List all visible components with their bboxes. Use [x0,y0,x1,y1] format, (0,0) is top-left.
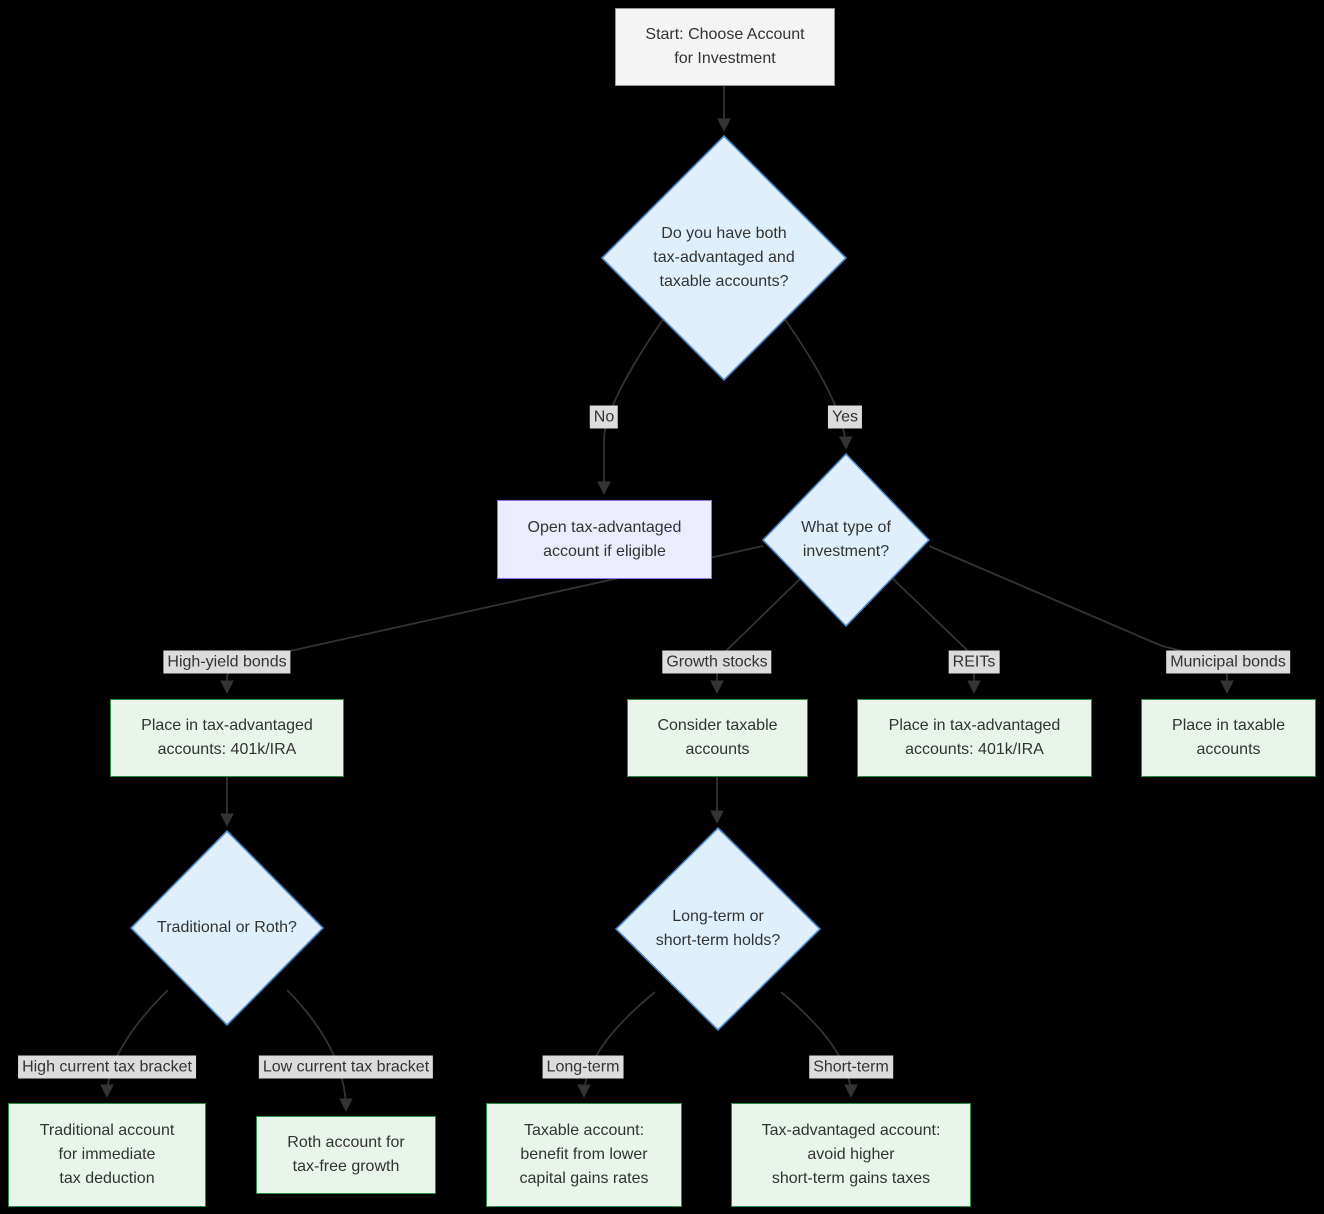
edge-label-high-current-tax-bracket: High current tax bracket [18,1055,196,1079]
node-traditional-account: Traditional account for immediate tax de… [8,1103,206,1207]
node-place-tax-advantaged-bonds: Place in tax-advantaged accounts: 401k/I… [110,699,344,777]
edge-label-low-current-tax-bracket: Low current tax bracket [258,1055,434,1079]
edge-label-growth-stocks: Growth stocks [662,650,772,674]
edge-hasboth-yes [783,317,853,451]
decision-investment-type-label: What type of investment? [801,519,891,560]
edge-label-high-yield-bonds: High-yield bonds [163,650,291,674]
decision-investment-type-shape [761,452,931,628]
edge-label-short-term: Short-term [809,1055,893,1079]
edge-terms-short [780,991,858,1099]
edge-label-no: No [589,405,619,429]
node-taxable-account: Taxable account: benefit from lower capi… [486,1103,682,1207]
edge-label-reits: REITs [948,650,1000,674]
node-consider-taxable: Consider taxable accounts [627,699,808,777]
edge-tradroth-low [286,989,353,1113]
edge-label-municipal-bonds: Municipal bonds [1166,650,1290,674]
node-roth-account: Roth account for tax-free growth [256,1116,436,1194]
node-open-account: Open tax-advantaged account if eligible [497,500,712,579]
node-place-tax-advantaged-reits: Place in tax-advantaged accounts: 401k/I… [857,699,1092,777]
edge-terms-long [577,991,656,1099]
node-tax-advantaged-account: Tax-advantaged account: avoid higher sho… [731,1103,971,1207]
decision-trad-or-roth-shape [129,829,325,1027]
edge-label-yes: Yes [827,405,863,429]
edge-tradroth-high [100,989,169,1099]
decision-has-both-label: Do you have both tax-advantaged and taxa… [653,225,795,290]
decision-term-holds-shape [614,826,822,1032]
node-start: Start: Choose Account for Investment [615,8,835,86]
edge-type-reits [891,577,981,695]
decision-trad-or-roth-label: Traditional or Roth? [157,919,297,936]
decision-term-holds-label: Long-term or short-term holds? [655,908,781,949]
edge-hasboth-no [597,317,665,496]
edge-type-growth [710,577,802,695]
node-place-taxable: Place in taxable accounts [1141,699,1316,777]
decision-has-both-shape [600,134,848,382]
edge-label-long-term: Long-term [542,1055,624,1079]
